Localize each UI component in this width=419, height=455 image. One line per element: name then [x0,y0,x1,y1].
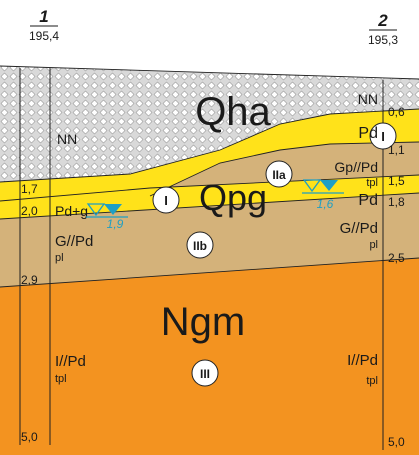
depth-right-4: 1,8 [388,195,405,209]
soil-label-right-gp-pd: Gp//Pd [334,159,378,175]
depth-left-1: 1,7 [21,182,38,196]
soil-label-right-gp-pd-sub: tpl [366,177,378,189]
depth-left-2: 2,0 [21,204,38,218]
depth-left-3: 2,9 [21,273,38,287]
water-level-right-open-icon [302,179,322,193]
soil-label-right-pd-lower: Pd [358,192,378,209]
unit-marker-i-middle: I [152,186,180,214]
depth-right-2: 1,1 [388,143,405,157]
layer-neogene-clay [0,258,419,455]
layer-label-ngm: Ngm [161,300,245,344]
unit-marker-iii-label: III [200,367,210,381]
unit-marker-i-middle-label: I [164,193,168,208]
unit-marker-iia-label: IIa [272,168,286,182]
water-level-left-open-icon [86,203,106,217]
soil-label-left-nn: NN [57,131,77,147]
layer-pd-sand-lower [0,175,419,219]
layer-label-qha: Qha [195,90,271,134]
unit-marker-iii: III [191,359,219,387]
layer-label-qpg: Qpg [199,177,267,218]
water-level-left-value: 1,9 [107,217,124,231]
soil-label-left-i-pd: I//Pd [55,353,86,370]
soil-label-right-g-pd: G//Pd [340,220,378,237]
soil-label-left-i-pd-sub: tpl [55,373,67,385]
depth-right-6: 5,0 [388,435,405,449]
soil-label-right-i-pd-sub: tpl [366,375,378,387]
depth-right-3: 1,5 [388,174,405,188]
unit-marker-i-upper-label: I [381,129,385,144]
water-level-right-value: 1,6 [317,197,334,211]
layer-boundaries [0,65,419,288]
borehole-1-elevation: 195,4 [29,29,59,43]
soil-label-left-g-pd-sub: pl [55,252,64,264]
layer-topsoil-fill [0,66,419,182]
soil-label-right-pd-upper: Pd [358,125,378,142]
water-level-left-filled-icon [104,204,122,215]
soil-label-right-nn: NN [358,91,378,107]
borehole-2-elevation: 195,3 [368,33,398,47]
water-level-right-filled-icon [320,180,338,191]
unit-marker-iib: IIb [186,231,214,259]
soil-label-left-pd-g: Pd+g [55,203,88,219]
unit-marker-iia: IIa [265,160,293,188]
water-level-left: 1,9 [86,203,128,231]
water-level-right: 1,6 [302,179,344,211]
unit-marker-iib-label: IIb [193,239,207,253]
depth-right-1: 0,6 [388,105,405,119]
soil-label-right-i-pd: I//Pd [347,352,378,369]
borehole-2-id: 2 [377,11,388,30]
soil-label-left-g-pd: G//Pd [55,233,93,250]
borehole-1-id: 1 [39,7,48,26]
depth-left-4: 5,0 [21,430,38,444]
soil-label-right-g-pd-sub: pl [369,239,378,251]
unit-marker-i-upper: I [369,122,397,150]
layer-pd-sand-upper [0,109,419,201]
depth-right-5: 2,5 [388,251,405,265]
